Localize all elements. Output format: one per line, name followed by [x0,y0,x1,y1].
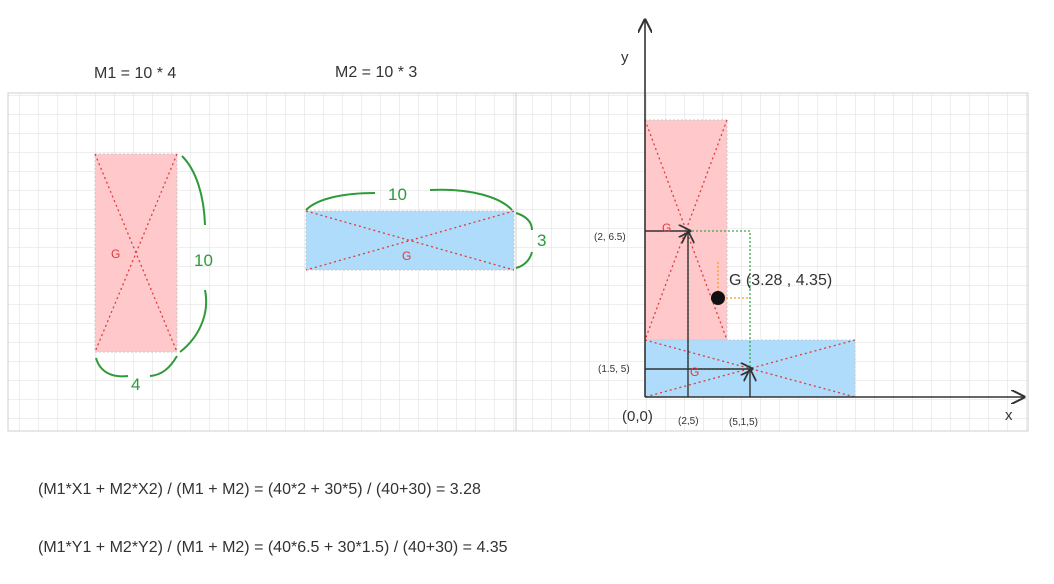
composite-pink-diagonal-b [644,119,728,341]
result-centroid-dot [711,291,725,305]
shape1-width-brace-left [95,357,129,378]
shape1-height-label: 10 [194,251,213,270]
shape1-width-label: 4 [131,375,140,394]
composite-pink-diagonal-a [644,119,728,341]
composite-blue-diagonal-a [644,339,856,398]
shape2-width-brace-left [305,192,376,211]
composite-group: y x (0,0) G G (2, 6.5) (1.5, 5) (2,5) (5… [594,20,1024,428]
g1-centroid-label: G [662,221,671,235]
result-centroid-label: G (3.28 , 4.35) [729,272,832,289]
g2-point-label: (1.5, 5) [598,364,630,375]
shape2-group: G 10 3 [305,185,546,271]
shape1-diagonal-b [94,153,178,353]
shape1-centroid-label: G [111,247,120,261]
shape1-width-brace-right [149,355,178,377]
g1-point-label: (2, 6.5) [594,232,626,243]
shape1-group: G 10 4 [94,153,213,394]
shape2-width-brace-right [429,188,513,211]
shape2-diagonal-b [305,210,515,271]
x-axis-label: x [1005,407,1013,424]
x2-tick-label: (5,1,5) [729,417,758,428]
m2-title: M2 = 10 * 3 [335,64,418,81]
shape2-height-brace-top [515,212,533,231]
shape2-diagonal-a [305,210,515,271]
shape2-height-brace-bottom [515,251,533,269]
g2-centroid-label: G [690,365,699,379]
shape1-height-brace-top [181,155,206,226]
shape1-height-brace-bottom [179,289,208,353]
formula-y: (M1*Y1 + M2*Y2) / (M1 + M2) = (40*6.5 + … [38,539,508,556]
shape1-diagonal-a [94,153,178,353]
shape2-centroid-label: G [402,249,411,263]
y-axis-label: y [621,49,629,66]
m1-title: M1 = 10 * 4 [94,65,177,82]
shape2-width-label: 10 [388,185,407,204]
shape1-rect [94,153,178,353]
formula-x: (M1*X1 + M2*X2) / (M1 + M2) = (40*2 + 30… [38,481,481,498]
shape2-height-label: 3 [537,231,546,250]
x1-tick-label: (2,5) [678,416,699,427]
origin-label: (0,0) [622,408,653,425]
composite-blue-diagonal-b [644,339,856,398]
